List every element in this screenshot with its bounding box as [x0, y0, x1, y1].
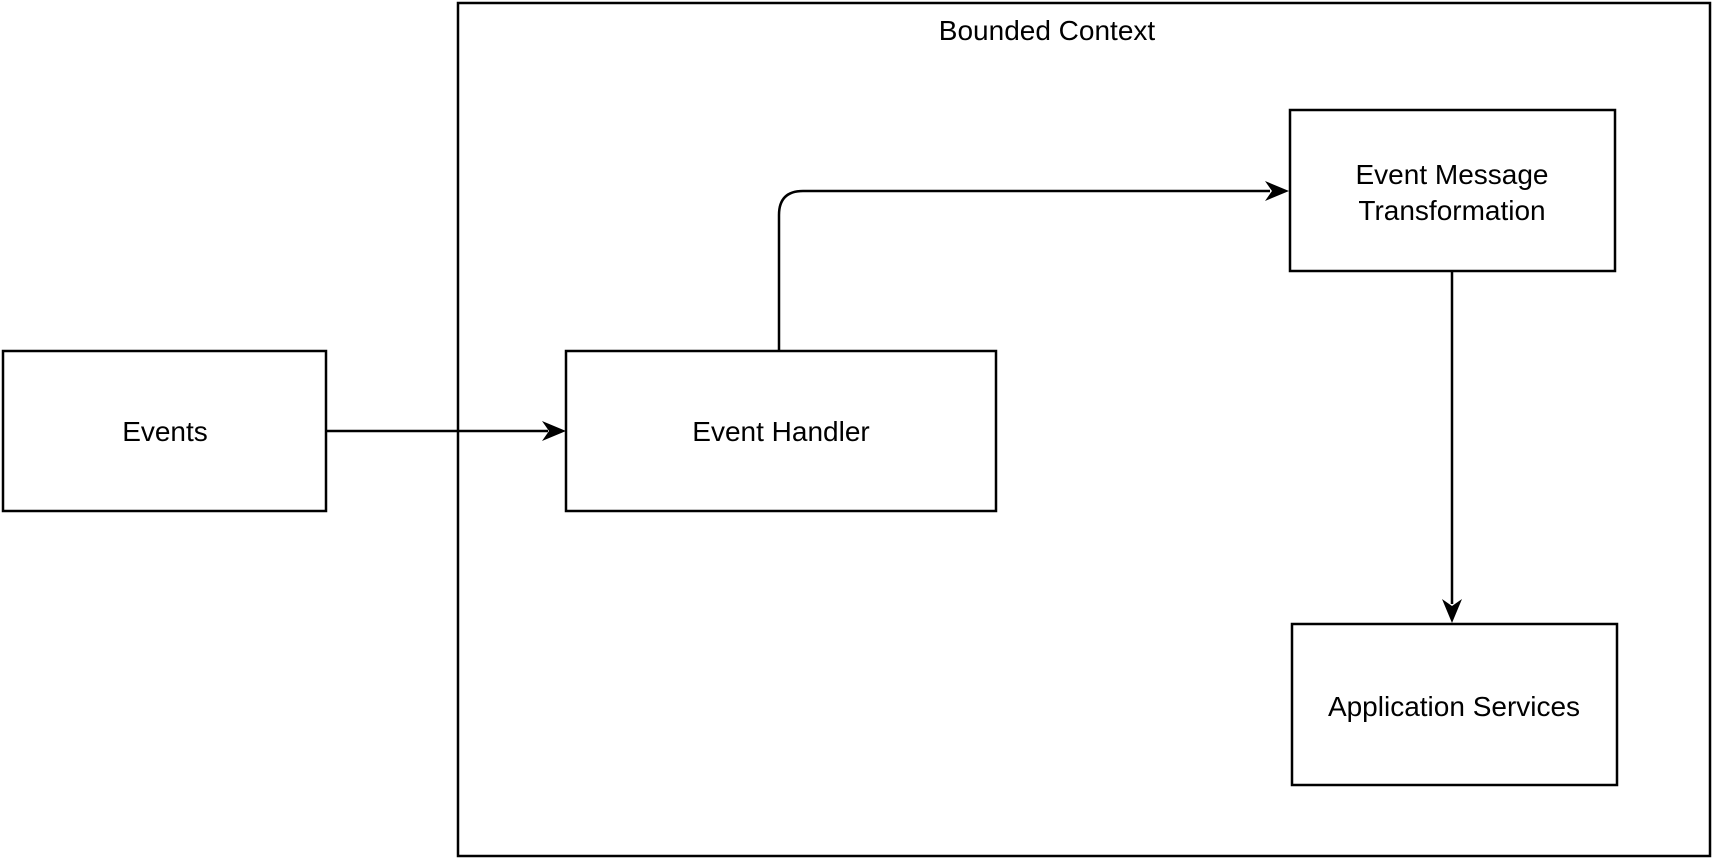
events-label: Events — [122, 416, 208, 447]
event-message-transformation-label-line1: Event Message — [1356, 159, 1549, 190]
connectors — [326, 181, 1462, 623]
event-message-transformation-label-line2: Transformation — [1358, 195, 1545, 226]
arrowhead-event-handler-to-transformation — [1265, 181, 1289, 201]
application-services-label: Application Services — [1328, 691, 1580, 722]
bounded-context: Bounded Context — [456, 1, 1712, 858]
node-event-handler: Event Handler — [564, 349, 998, 513]
arrowhead-events-to-event-handler — [542, 421, 566, 441]
node-application-services: Application Services — [1290, 622, 1619, 787]
arrowhead-transformation-to-application-services — [1442, 599, 1462, 623]
node-events: Events — [1, 349, 328, 513]
node-event-message-transformation: Event Message Transformation — [1288, 108, 1617, 273]
event-message-transformation-box — [1288, 108, 1617, 273]
events-box — [1, 349, 328, 513]
edge-event-handler-to-transformation — [777, 189, 1270, 351]
event-handler-label: Event Handler — [692, 416, 869, 447]
bounded-context-frame — [456, 1, 1712, 858]
bounded-context-label: Bounded Context — [939, 15, 1156, 46]
application-services-box — [1290, 622, 1619, 787]
event-handler-box — [564, 349, 998, 513]
